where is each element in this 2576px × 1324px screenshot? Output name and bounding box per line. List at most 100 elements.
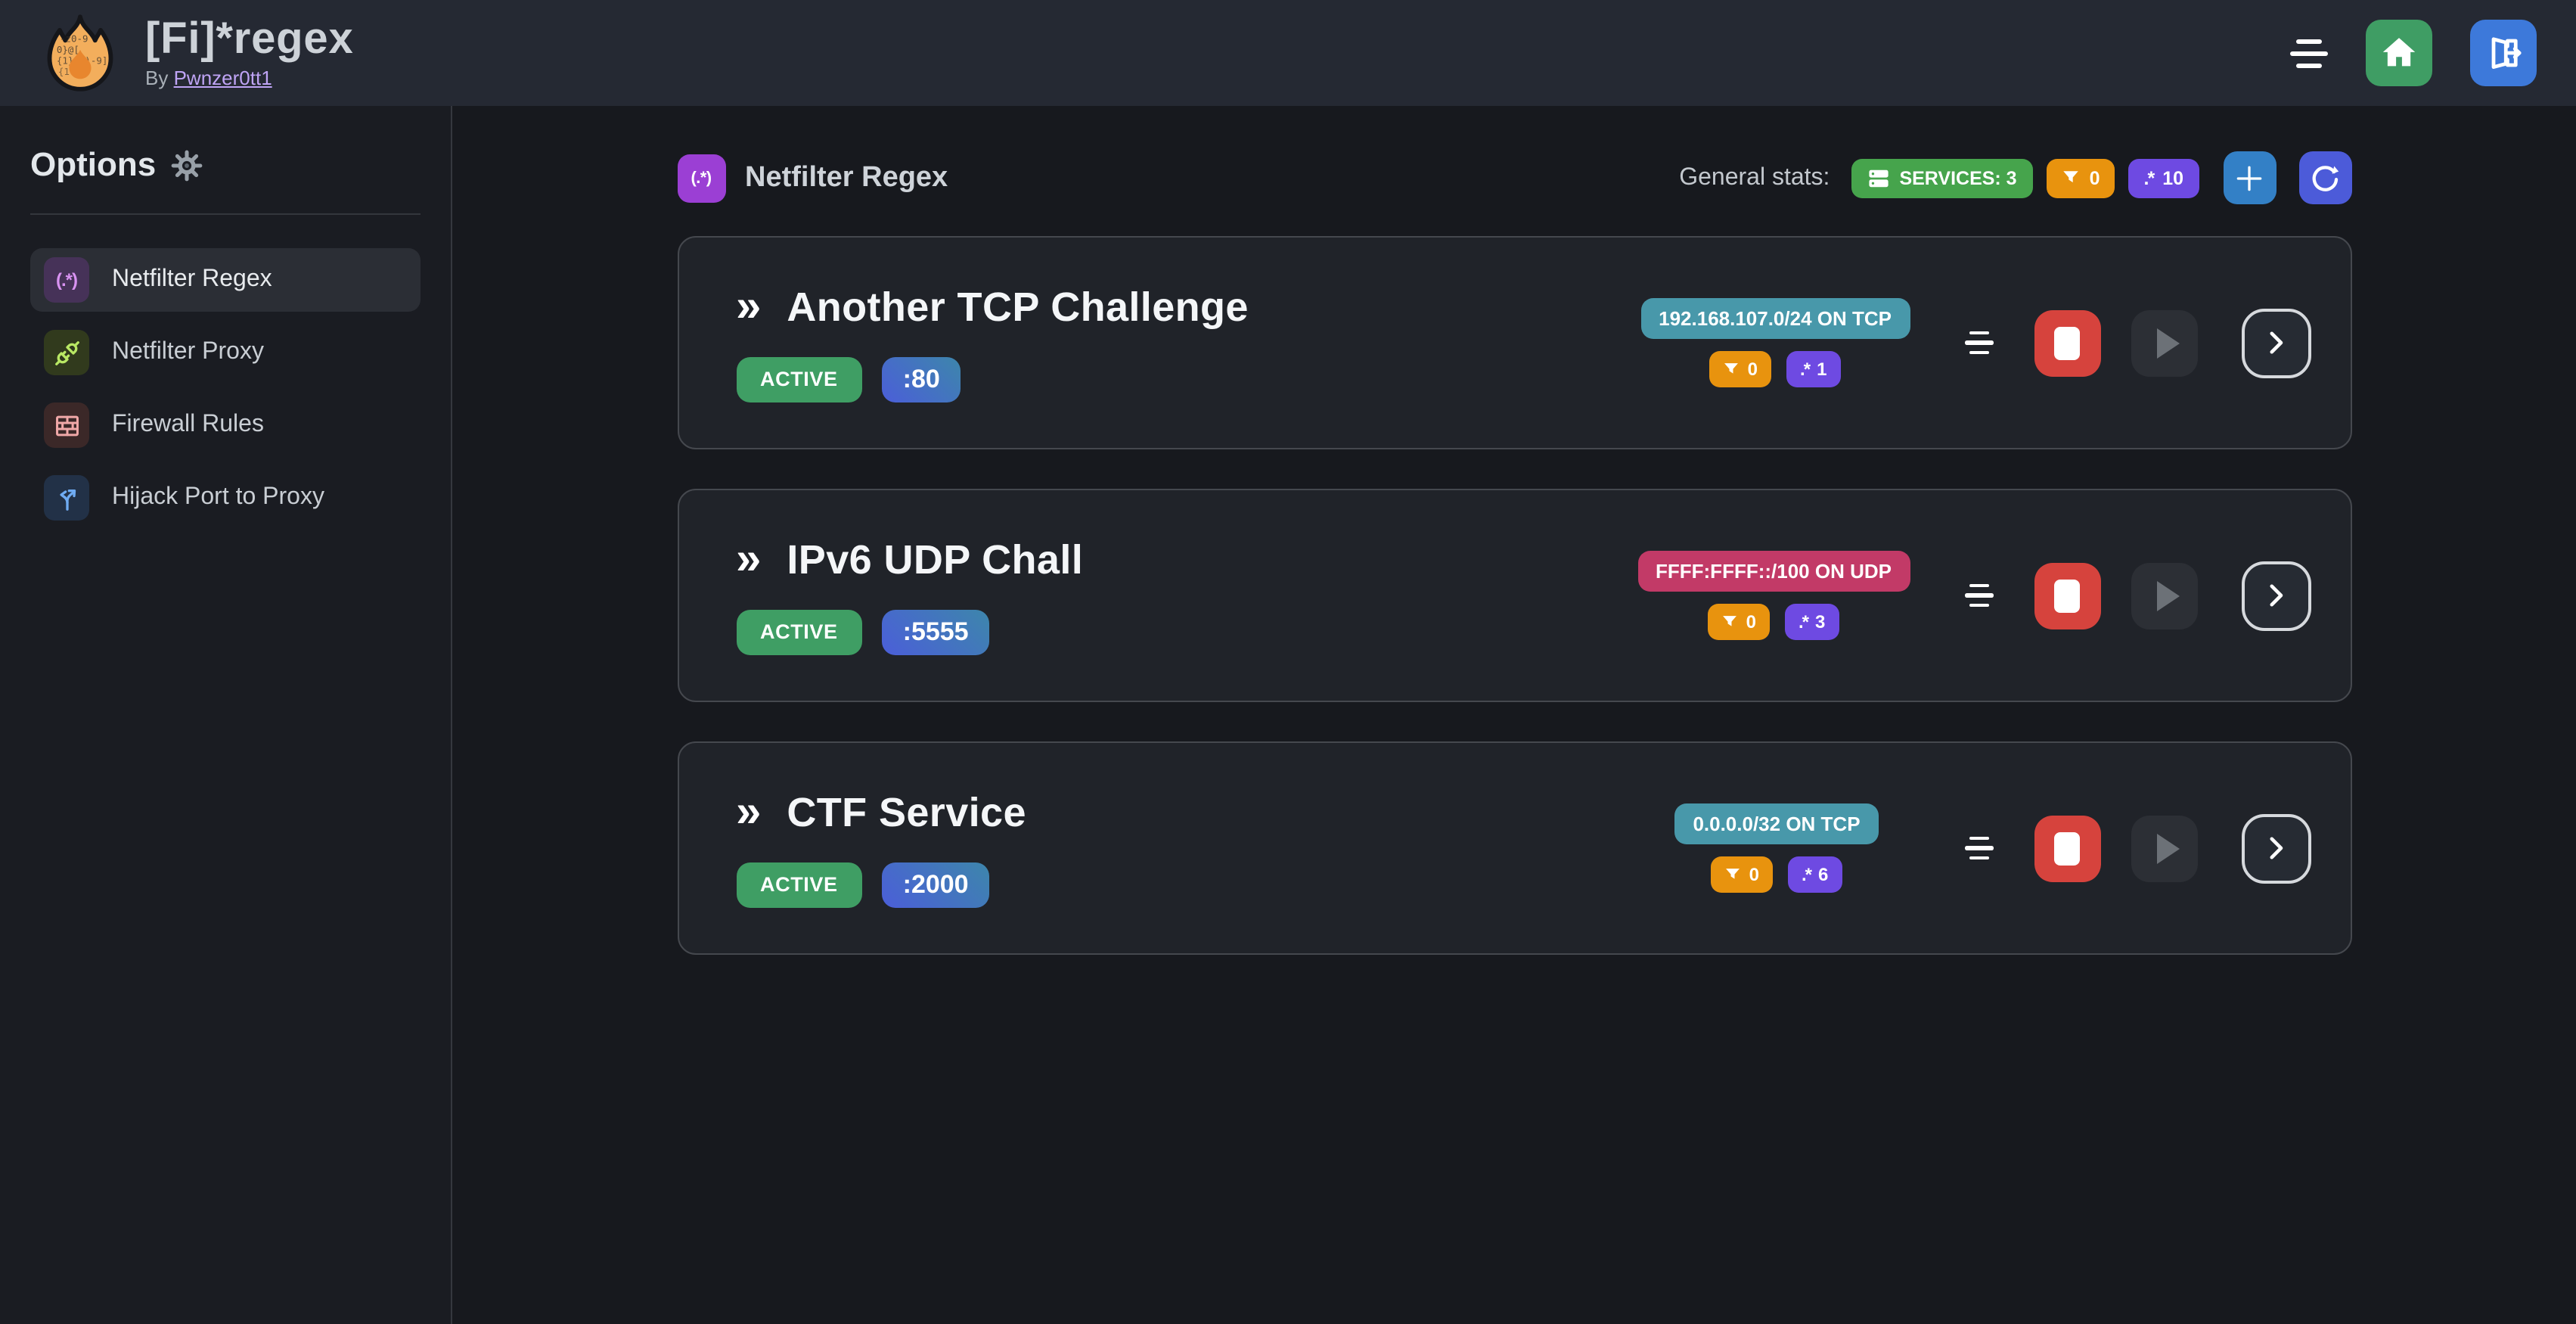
play-button[interactable] <box>2131 815 2197 881</box>
chevrons-icon: » <box>736 787 762 837</box>
logout-button[interactable] <box>2470 20 2537 86</box>
filter-count-badge: 0 <box>1708 604 1770 640</box>
chevron-right-icon <box>2270 837 2283 859</box>
regex-count-badge: .* 6 <box>1787 856 1842 893</box>
main-area: (.*) Netfilter Regex General stats: SERV… <box>452 106 2576 1324</box>
byline: By Pwnzer0tt1 <box>145 67 354 89</box>
regex-count: 6 <box>1818 864 1829 885</box>
sidebar-item-netfilter-proxy[interactable]: Netfilter Proxy <box>30 321 421 384</box>
service-card: » CTF Service ACTIVE :2000 0.0.0.0/32 ON… <box>677 741 2351 955</box>
service-card: » IPv6 UDP Chall ACTIVE :5555 FFFF:FFFF:… <box>677 489 2351 702</box>
sidebar-item-label: Firewall Rules <box>112 412 264 437</box>
chevron-right-icon <box>2270 331 2283 354</box>
filter-count: 0 <box>1747 359 1758 380</box>
filter-count: 0 <box>1746 611 1756 632</box>
service-card: » Another TCP Challenge ACTIVE :80 192.1… <box>677 236 2351 449</box>
options-label: Options <box>30 145 157 183</box>
regex-total: 10 <box>2162 167 2183 188</box>
regex-icon: .* <box>1801 864 1812 885</box>
byline-prefix: By <box>145 67 169 90</box>
sidebar-item-label: Netfilter Regex <box>112 266 272 292</box>
regex-count: 3 <box>1815 611 1826 632</box>
regex-count-badge: .* 3 <box>1784 604 1839 640</box>
service-menu-button[interactable] <box>1964 576 1994 615</box>
chevrons-icon: » <box>736 534 762 584</box>
general-stats: General stats: SERVICES: 3 <box>1679 151 2351 204</box>
status-badge: ACTIVE <box>736 356 862 402</box>
service-name: CTF Service <box>787 789 1026 834</box>
server-icon <box>1868 169 1889 187</box>
filters-total: 0 <box>2089 167 2100 188</box>
play-button[interactable] <box>2131 309 2197 376</box>
service-info: » CTF Service ACTIVE :2000 <box>736 789 1026 907</box>
stats-label: General stats: <box>1679 164 1830 190</box>
status-badge: ACTIVE <box>736 862 862 907</box>
flame-logo-icon: -z0-9 0}@[ {1}| )-9] {1 z] <box>39 12 121 94</box>
funnel-icon <box>1723 615 1737 626</box>
regex-icon: (.*) <box>44 257 89 303</box>
svg-text:-z0-9: -z0-9 <box>60 33 88 44</box>
open-service-button[interactable] <box>2241 561 2311 630</box>
sidebar-heading: Options <box>30 145 421 185</box>
regex-icon: .* <box>2143 167 2155 188</box>
filters-total-badge: 0 <box>2047 158 2115 197</box>
sidebar: Options (.*) Netfilter Regex <box>0 106 452 1324</box>
service-info: » IPv6 UDP Chall ACTIVE :5555 <box>736 536 1083 654</box>
sidebar-item-firewall-rules[interactable]: Firewall Rules <box>30 393 421 457</box>
service-controls: FFFF:FFFF::/100 ON UDP 0 .* 3 <box>1637 551 2311 640</box>
play-button[interactable] <box>2131 562 2197 629</box>
service-menu-button[interactable] <box>1964 828 1994 868</box>
port-badge: :5555 <box>881 609 990 654</box>
funnel-icon <box>2063 170 2079 182</box>
sidebar-item-label: Hijack Port to Proxy <box>112 484 324 510</box>
add-service-button[interactable] <box>2223 151 2276 204</box>
port-badge: :80 <box>881 356 961 402</box>
regex-count-badge: .* 1 <box>1786 351 1841 387</box>
play-icon <box>2156 833 2179 863</box>
funnel-icon <box>1724 362 1739 373</box>
logout-icon <box>2491 37 2522 70</box>
filter-count: 0 <box>1749 864 1759 885</box>
service-stats: 192.168.107.0/24 ON TCP 0 .* 1 <box>1640 298 1910 387</box>
stop-button[interactable] <box>2034 815 2100 881</box>
plus-icon <box>2236 165 2262 191</box>
filter-count-badge: 0 <box>1711 856 1773 893</box>
home-button[interactable] <box>2366 20 2432 86</box>
app-title: [Fi]*regex <box>145 14 354 64</box>
plug-icon <box>44 330 89 375</box>
sidebar-item-label: Netfilter Proxy <box>112 339 264 365</box>
regex-icon: .* <box>1798 611 1809 632</box>
open-service-button[interactable] <box>2241 308 2311 378</box>
stop-button[interactable] <box>2034 562 2100 629</box>
regex-section-icon: (.*) <box>677 154 725 202</box>
service-list: » Another TCP Challenge ACTIVE :80 192.1… <box>677 236 2351 955</box>
funnel-icon <box>1726 868 1740 878</box>
status-badge: ACTIVE <box>736 609 862 654</box>
services-count-badge: SERVICES: 3 <box>1851 158 2034 197</box>
refresh-button[interactable] <box>2298 151 2351 204</box>
menu-icon[interactable] <box>2289 30 2328 76</box>
sidebar-divider <box>30 213 421 215</box>
play-icon <box>2156 328 2179 358</box>
author-link[interactable]: Pwnzer0tt1 <box>173 67 272 90</box>
topbar-actions <box>2289 20 2537 86</box>
stop-button[interactable] <box>2034 309 2100 376</box>
service-name: Another TCP Challenge <box>787 284 1249 329</box>
regex-icon: .* <box>1800 359 1811 380</box>
service-stats: FFFF:FFFF::/100 ON UDP 0 .* 3 <box>1637 551 1910 640</box>
play-icon <box>2156 580 2179 611</box>
sidebar-item-hijack-port[interactable]: Hijack Port to Proxy <box>30 466 421 530</box>
regex-total-badge: .* 10 <box>2128 158 2199 197</box>
sidebar-item-netfilter-regex[interactable]: (.*) Netfilter Regex <box>30 248 421 312</box>
open-service-button[interactable] <box>2241 813 2311 883</box>
split-arrows-icon <box>44 475 89 521</box>
refresh-icon <box>2312 165 2339 191</box>
service-menu-button[interactable] <box>1964 323 1994 362</box>
svg-text:0}@[: 0}@[ <box>57 44 79 55</box>
chevrons-icon: » <box>736 281 762 331</box>
home-icon <box>2382 38 2416 67</box>
service-name: IPv6 UDP Chall <box>787 536 1084 582</box>
services-count-label: SERVICES: 3 <box>1899 167 2017 188</box>
topbar: -z0-9 0}@[ {1}| )-9] {1 z] [Fi]*regex By… <box>0 0 2576 106</box>
